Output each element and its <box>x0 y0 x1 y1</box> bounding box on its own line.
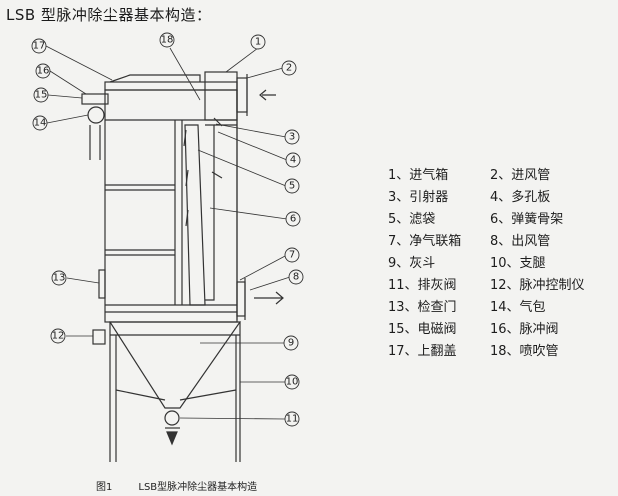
callout-18: 18 <box>161 35 174 46</box>
callout-7: 7 <box>289 250 295 261</box>
pulse-controller <box>92 329 106 345</box>
figure-caption: 图1 LSB型脉冲除尘器基本构造 <box>96 478 257 493</box>
callout-13: 13 <box>53 273 66 284</box>
callout-5: 5 <box>289 181 295 192</box>
figure-caption-text: LSB型脉冲除尘器基本构造 <box>138 482 258 493</box>
callout-11: 11 <box>286 414 299 425</box>
top-lid <box>109 74 201 83</box>
legend-item: 15、电磁阀 <box>388 322 457 337</box>
parts-legend: 1、进气箱 2、进风管 3、引射器 4、多孔板 5、滤袋 6、弹簧骨架 7、净气… <box>388 168 618 360</box>
inlet-arrow <box>259 89 276 101</box>
filter-bag <box>184 124 206 306</box>
spring-frame <box>205 124 215 301</box>
callout-3: 3 <box>289 132 295 143</box>
air-header <box>87 106 105 124</box>
legend-item: 17、上翻盖 <box>388 344 457 359</box>
callout-9: 9 <box>288 338 294 349</box>
hopper <box>108 321 242 409</box>
legend-item: 3、引射器 <box>388 190 449 205</box>
inlet-box <box>204 71 238 121</box>
legend-item: 16、脉冲阀 <box>490 322 559 337</box>
outlet-arrow <box>254 291 284 305</box>
inspection-door <box>98 269 106 299</box>
callout-15: 15 <box>35 90 48 101</box>
callout-4: 4 <box>290 155 296 166</box>
callout-14: 14 <box>34 118 47 129</box>
callout-17: 17 <box>33 41 46 52</box>
legend-item: 12、脉冲控制仪 <box>490 278 585 293</box>
legend-item: 4、多孔板 <box>490 190 551 205</box>
legend-item: 18、喷吹管 <box>490 344 559 359</box>
callout-8: 8 <box>293 272 299 283</box>
pulse-valve <box>81 93 109 105</box>
legend-item: 1、进气箱 <box>388 168 449 183</box>
figure-number: 图1 <box>96 482 113 493</box>
top-rim <box>104 81 238 91</box>
legend-item: 8、出风管 <box>490 234 551 249</box>
page-title: LSB 型脉冲除尘器基本构造： <box>6 6 212 24</box>
legend-item: 6、弹簧骨架 <box>490 212 564 227</box>
legend-item: 5、滤袋 <box>388 212 436 227</box>
legend-item: 10、支腿 <box>490 256 546 271</box>
legend-item: 2、进风管 <box>490 168 551 183</box>
legend-item: 14、气包 <box>490 300 546 315</box>
callout-2: 2 <box>286 63 292 74</box>
callout-6: 6 <box>290 214 296 225</box>
legend-item: 11、排灰阀 <box>388 278 457 293</box>
legend-item: 13、检查门 <box>388 300 457 315</box>
callout-1: 1 <box>255 37 261 48</box>
callout-10: 10 <box>286 377 299 388</box>
callout-12: 12 <box>52 331 65 342</box>
legend-item: 7、净气联箱 <box>388 234 462 249</box>
legend-item: 9、灰斗 <box>388 256 436 271</box>
discharge-valve <box>164 410 180 426</box>
outlet-pipe <box>236 281 246 317</box>
callout-16: 16 <box>37 66 50 77</box>
